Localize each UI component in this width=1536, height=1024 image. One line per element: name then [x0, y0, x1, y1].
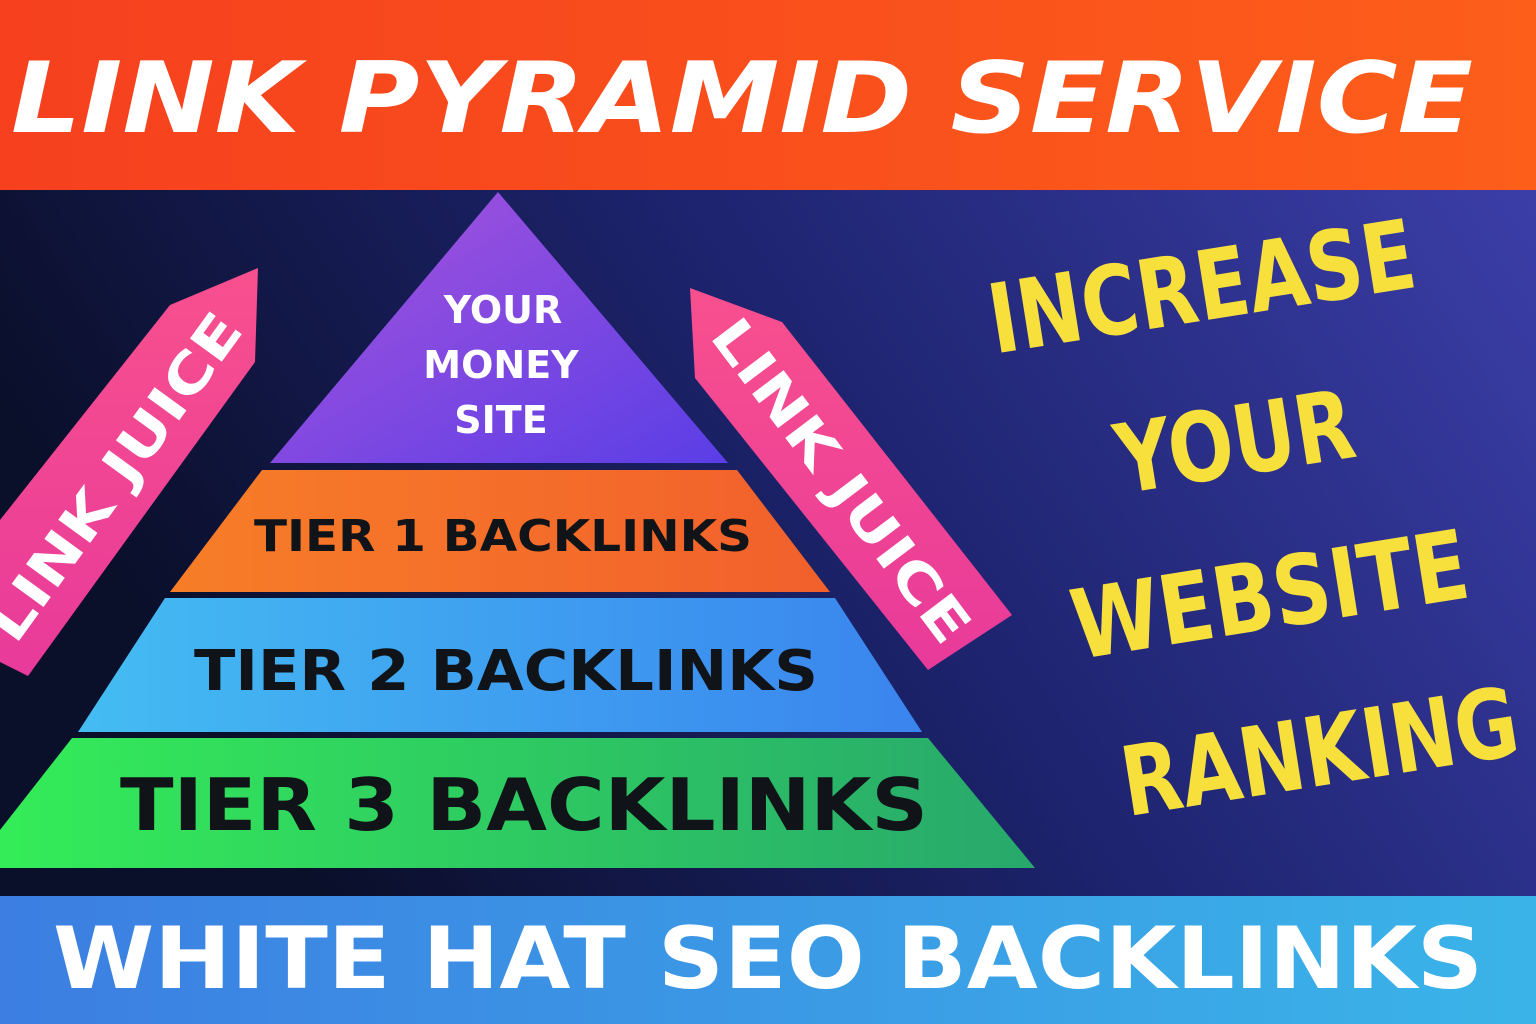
pyramid: YOUR MONEY SITE TIER 1 BACKLINKS TIER 2 …: [0, 192, 1035, 868]
header-title: LINK PYRAMID SERVICE: [11, 42, 1473, 156]
footer-title: WHITE HAT SEO BACKLINKS: [53, 909, 1483, 1009]
footer-banner: WHITE HAT SEO BACKLINKS: [0, 896, 1536, 1024]
pyramid-apex: [270, 192, 728, 463]
tier-3-label: TIER 3 BACKLINKS: [120, 763, 928, 847]
apex-line-1: YOUR: [443, 288, 563, 332]
apex-line-3: SITE: [454, 398, 547, 442]
tier-2-block: [78, 598, 922, 732]
arrow-down-icon: [690, 288, 1012, 670]
arrow-up-icon: [0, 268, 258, 676]
tier-2-label: TIER 2 BACKLINKS: [194, 639, 818, 704]
tier-3-block: [0, 738, 1035, 868]
header-banner: LINK PYRAMID SERVICE: [0, 0, 1536, 190]
apex-line-2: MONEY: [423, 343, 579, 387]
tier-1-block: [170, 470, 830, 592]
tier-1-label: TIER 1 BACKLINKS: [254, 511, 752, 562]
